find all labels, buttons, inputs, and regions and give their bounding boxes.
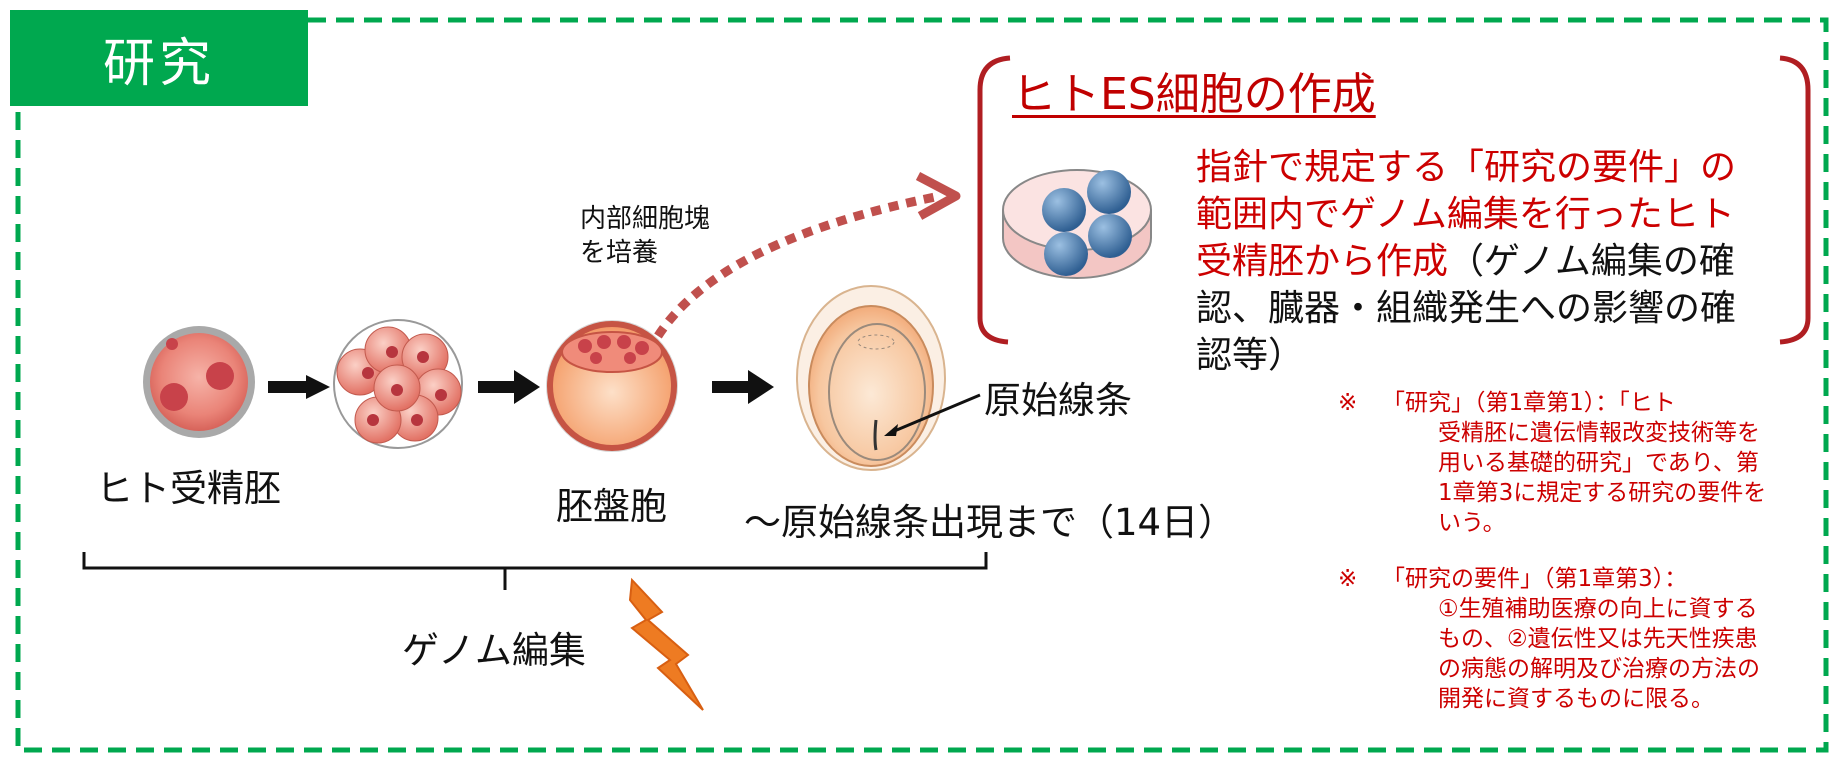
stage-label-fertilized-embryo: ヒト受精胚 (96, 467, 281, 510)
streak-pointer (891, 393, 981, 434)
icm-label: 内部細胞塊 を培養 (580, 202, 710, 270)
section-tab-label: 研究 (102, 33, 215, 94)
genome-editing-bracket (82, 552, 988, 590)
lightning-icon (628, 577, 704, 711)
fertilized-embryo-image (143, 326, 255, 438)
streak-label: 原始線条 (984, 379, 1132, 422)
genome-editing-label: ゲノム編集 (402, 629, 586, 672)
stage-arrow-1 (268, 375, 330, 399)
stage-arrow-3 (712, 381, 752, 393)
morula-image (333, 319, 463, 449)
note-body: 受精胚に遺伝情報改変技術等を用いる基礎的研究」であり、第1章第3に規定する研究の… (1438, 420, 1767, 536)
stage-label-blastocyst: 胚盤胞 (556, 485, 667, 528)
note-mark: ※ (1338, 390, 1358, 416)
icm-label-line2: を培養 (580, 238, 659, 268)
es-desc-red: 指針で規定する「研究の要件」の範囲内でゲノム編集を行ったヒト受精胚から作成 (1196, 147, 1737, 282)
note-first-line: 「研究」（第1章第1）：「ヒト (1382, 390, 1676, 416)
note-research: ※ 「研究」（第1章第1）：「ヒト 受精胚に遺伝情報改変技術等を用いる基礎的研究… (1338, 388, 1798, 548)
note-mark: ※ (1338, 566, 1358, 592)
note-body: ①生殖補助医療の向上に資するもの、②遺伝性又は先天性疾患の病態の解明及び治療の方… (1438, 596, 1760, 712)
es-box-right-brace (1779, 55, 1811, 345)
note-requirements: ※ 「研究の要件」（第1章第3）： ①生殖補助医療の向上に資するもの、②遺伝性又… (1338, 564, 1798, 734)
stage-arrow-2 (478, 381, 518, 393)
blastocyst-image (546, 320, 678, 452)
section-tab: 研究 (10, 10, 308, 106)
petri-dish-image (1002, 169, 1152, 279)
streak-embryo-image (796, 285, 946, 471)
es-box-left-brace (977, 55, 1011, 345)
icm-label-line1: 内部細胞塊 (580, 204, 711, 234)
es-box-description: 指針で規定する「研究の要件」の範囲内でゲノム編集を行ったヒト受精胚から作成（ゲノ… (1196, 144, 1766, 379)
culture-arrow (654, 191, 941, 339)
es-desc-black: （ゲノム編集の確認、臓器・組織発生への影響の確認等） (1196, 241, 1737, 376)
stage-label-until-streak: ～原始線条出現まで（14日） (744, 501, 1236, 544)
es-box-title: ヒトES細胞の作成 (1012, 69, 1376, 120)
note-first-line: 「研究の要件」（第1章第3）： (1382, 566, 1688, 592)
